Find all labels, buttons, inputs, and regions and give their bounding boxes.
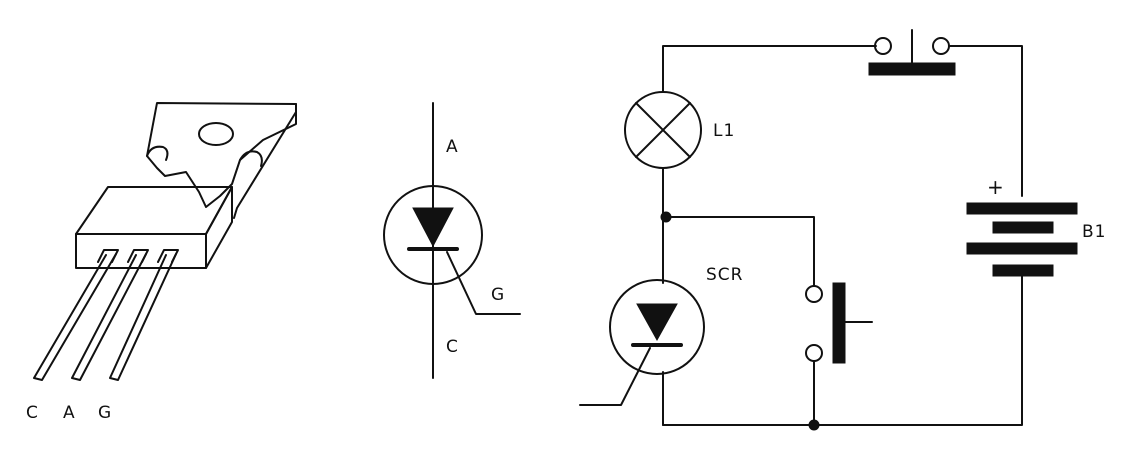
switch-side-contact-bottom — [805, 344, 823, 362]
scr-anode-label: A — [446, 137, 459, 157]
mounting-hole — [198, 122, 234, 146]
scr-symbol-triangle — [412, 207, 454, 248]
circuit-scr-circle — [609, 279, 705, 375]
tab-notch-right — [239, 150, 263, 167]
package-tab-side — [233, 103, 297, 219]
battery-label: B1 — [1082, 222, 1106, 242]
pin-label-a: A — [63, 403, 76, 423]
switch-top-contact-left — [874, 37, 892, 55]
circuit: L1 SCR + B1 — [579, 29, 1106, 431]
scr-gate-label: G — [491, 285, 505, 305]
switch-side-actuator — [832, 282, 846, 364]
scr-cathode-label: C — [446, 337, 459, 357]
circuit-scr-label: SCR — [706, 265, 743, 285]
battery-plate-2 — [992, 221, 1054, 234]
battery-plate-1 — [966, 202, 1078, 215]
wire-bottom — [662, 275, 1023, 426]
scr-symbol: A G C — [383, 102, 521, 379]
battery-plate-3 — [966, 242, 1078, 255]
battery-polarity: + — [987, 175, 1005, 199]
circuit-scr-triangle — [636, 303, 678, 342]
battery-plate-4 — [992, 264, 1054, 277]
package-body-side — [205, 186, 233, 269]
pin-leg-a — [71, 253, 147, 381]
pin-label-g: G — [98, 403, 112, 423]
pin-leg-c — [33, 253, 117, 381]
lamp-label: L1 — [713, 121, 735, 141]
switch-top-contact-right — [932, 37, 950, 55]
pin-leg-g — [109, 253, 177, 381]
scr-symbol-circle — [383, 185, 483, 285]
package-tab — [146, 102, 297, 208]
to220-package: C A G — [26, 102, 297, 423]
package-body-top — [75, 186, 233, 235]
wire-top-left — [662, 45, 877, 93]
scr-symbol-gate — [446, 251, 521, 315]
switch-side-contact-top — [805, 285, 823, 303]
lamp-cross-2 — [635, 102, 691, 158]
wire-node-to-switch — [665, 216, 815, 286]
pin-label-c: C — [26, 403, 39, 423]
circuit-scr-gate — [579, 347, 651, 406]
tab-notch-left — [146, 145, 169, 161]
wire-top-right — [949, 45, 1023, 197]
switch-top-actuator — [868, 62, 956, 76]
node-junction-bottom — [808, 419, 820, 431]
